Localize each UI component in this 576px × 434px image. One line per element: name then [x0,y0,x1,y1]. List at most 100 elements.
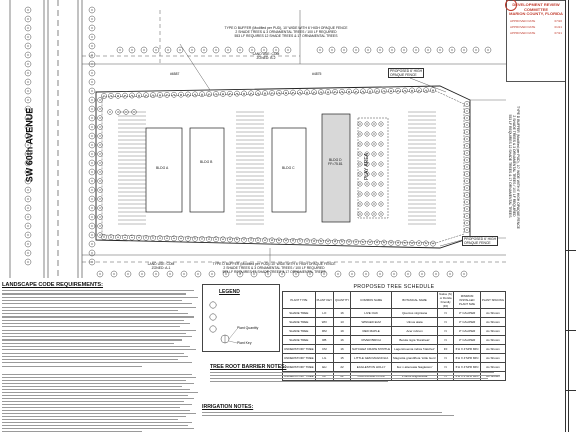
tree-icon [24,222,32,230]
tree-icon [464,192,470,198]
tree-icon [88,204,96,212]
leader-lines [179,43,463,265]
tree-icon [152,46,160,54]
play-area-box [357,117,389,219]
land-use-line: ZONED: A-1 [151,266,171,270]
legend-item: Plant Quantity [237,326,259,330]
tree-icon [108,234,114,240]
tree-icon [176,46,184,54]
tree-icon [200,46,208,54]
buffer-right-line: 553 LF REQUIRES 12 SHADE TREES & 17 ORNA… [508,114,512,218]
street-label: SW 60th AVENUE [24,107,35,183]
note-text-line [2,349,196,351]
tree-icon [140,46,148,54]
schedule-cell: As Shown [479,326,507,336]
tree-icon [276,90,282,96]
tree-icon [409,87,415,94]
tree-icon [290,89,296,96]
tree-icon [311,89,317,96]
tree-icon [122,234,128,241]
note-text-line [2,352,184,354]
tree-icon [371,141,377,147]
tree-icon [88,105,96,113]
tree-icon [371,191,377,197]
building-d [321,113,351,223]
tree-icon [446,270,454,278]
approval-stamp: DEVELOPMENT REVIEW COMMITTEE MARION COUN… [505,0,566,82]
legend-tree-icon [209,313,217,321]
tree-icon [115,92,121,99]
tree-icon [213,236,219,243]
tree-icon [220,236,226,243]
road-lines [9,0,83,278]
building-a [145,127,183,213]
tree-icon [276,237,282,244]
tree-icon [206,236,212,242]
tree-icon [97,214,103,220]
bldg-label-b: BLDG B [200,160,213,164]
tree-icon [278,270,286,278]
tree-icon [129,234,135,241]
tree-icon [143,92,149,99]
tree-icon [97,115,103,121]
schedule-cell: 3" CALIPER [453,317,481,327]
schedule-cell: RM [314,326,334,336]
schedule-cell: 16 [332,308,352,318]
tree-icon [460,270,468,278]
tree-icon [371,181,377,187]
tree-icon [390,270,398,278]
tree-icon [418,270,426,278]
tree-icon [88,78,96,86]
buffer-right-line: TYPE D BUFFER (Modified per PUD), 10' WI… [516,106,520,229]
legend-tree-icon [209,301,217,309]
schedule-cell: 19 [332,326,352,336]
tree-icon [248,237,254,243]
tree-icon [24,51,32,59]
note-text-line [2,428,194,429]
tree-icon [353,88,359,95]
tree-icon [241,236,247,243]
tree-icon [88,186,96,194]
tree-icon [297,89,303,96]
tree-icon [371,121,377,127]
tree-icon [381,88,387,94]
schedule-cell: WO [314,317,334,327]
tree-icon [371,211,377,217]
schedule-header: PLANT TYPE [282,291,316,309]
note-text-line [2,336,192,338]
buffer-top-line: 2 SHADE TREES & 3 ORNAMENTAL TREES / 100… [235,30,337,34]
tree-icon [171,91,177,98]
note-text-line [2,401,184,402]
tree-icon [352,46,360,54]
note-text-line [2,303,192,305]
tree-icon [222,270,230,278]
tree-icon [436,46,444,54]
schedule-cell: SHADE TREE [282,326,316,336]
tree-icon [24,69,32,77]
note-text-line [2,290,194,292]
tree-icon [236,270,244,278]
tree-icon [283,89,289,96]
tree-icon [378,161,384,167]
tree-icon [371,131,377,137]
tree-icon [374,239,380,246]
tree-icon [464,115,470,121]
tree-icon [464,129,470,135]
tree-icon [464,206,470,212]
tree-icon [378,141,384,147]
tree-icon [378,181,384,187]
tree-icon [304,238,310,244]
tree-icon [24,231,32,239]
tree-icon [464,136,470,142]
tree-icon [88,6,96,14]
tree-icon [472,46,480,54]
note-text-line [2,383,194,384]
tree-icon [423,87,429,94]
tree-icon [269,90,275,96]
tree-icon [24,96,32,104]
tree-icon [97,124,103,130]
tree-icon [376,270,384,278]
